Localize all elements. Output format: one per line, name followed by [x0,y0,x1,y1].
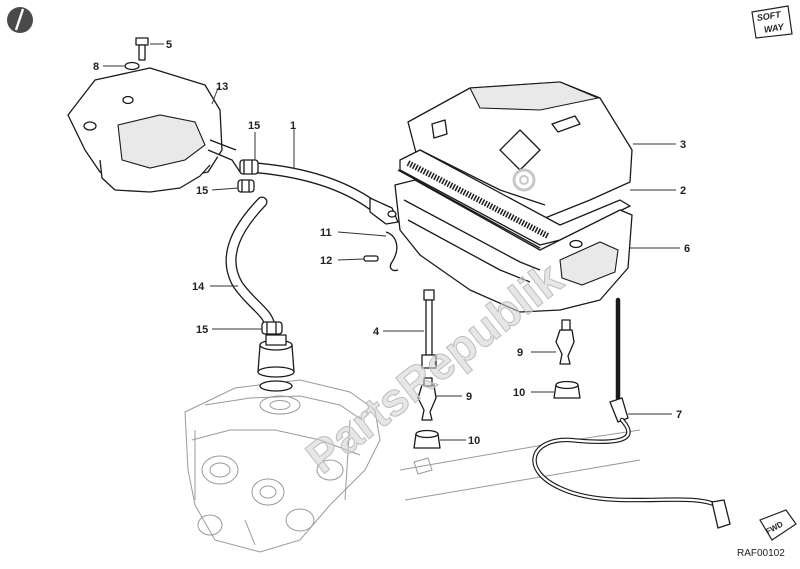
callout-3: 3 [680,139,686,151]
callouts: 5 8 13 15 1 15 3 2 6 11 12 14 4 15 9 9 1… [93,39,690,447]
rubber-mount-left [417,377,437,421]
mounting-bolt [421,289,437,369]
tank [67,67,241,193]
air-filter [397,149,631,249]
airbox-base [394,179,633,313]
logo-line-1: SOFT [756,9,783,23]
breather-fitting [257,334,295,378]
corner-badge-icon [7,7,33,33]
engine-crankcase [184,379,381,553]
watermark-gear-icon [512,168,536,192]
hose-clamp-lower [261,321,283,335]
callout-11: 11 [320,227,332,239]
callout-10-left: 10 [468,435,480,447]
softway-logo: SOFT WAY [751,5,793,39]
callout-9-left: 9 [466,391,472,403]
bushing-left [413,429,441,449]
callout-4: 4 [373,326,380,338]
callout-6: 6 [684,243,690,255]
hose-clamp-middle [237,179,255,193]
washer [124,61,140,71]
hose-clamp-upper [239,159,259,175]
callout-10-right: 10 [513,387,525,399]
callout-13: 13 [216,81,228,93]
callout-15-middle: 15 [196,185,208,197]
pin [363,255,379,262]
drain-tube [532,297,731,529]
callout-2: 2 [680,185,686,197]
drain-hose [225,196,276,332]
callout-15-lower: 15 [196,324,208,336]
breather-hose [252,162,399,225]
spring-clip [385,231,399,272]
callout-1: 1 [290,120,296,132]
callout-8: 8 [93,61,99,73]
leader-lines [103,43,680,441]
forward-direction-tag: FWD [759,509,797,541]
screw [135,37,149,61]
logo-line-2: WAY [763,22,785,35]
callout-14: 14 [192,281,205,293]
callout-15-upper: 15 [248,120,260,132]
o-ring [259,380,293,392]
callout-12: 12 [320,255,332,267]
callout-5: 5 [166,39,172,51]
callout-7: 7 [676,409,682,421]
callout-9-right: 9 [517,347,523,359]
drawing-code: RAF00102 [737,548,785,559]
bushing-right [553,380,581,399]
rubber-mount-right [555,319,575,365]
